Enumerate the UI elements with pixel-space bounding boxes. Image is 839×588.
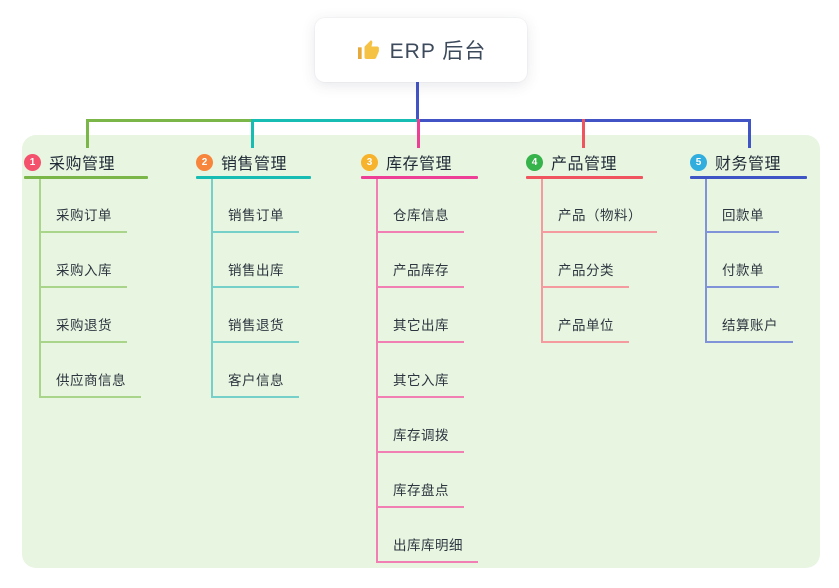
child-node[interactable]: 出库库明细 [376,508,478,563]
thumbs-up-icon [356,38,380,62]
children-rail-line [376,179,378,563]
child-node-label: 出库库明细 [393,538,463,553]
child-node-label: 产品单位 [558,318,614,333]
branch-number-badge: 5 [690,153,707,171]
child-node[interactable]: 其它入库 [376,343,464,398]
branch-title-label: 库存管理 [386,156,453,173]
child-node-label: 销售出库 [228,263,284,278]
child-node[interactable]: 付款单 [705,233,779,288]
branch-node[interactable]: 2 销售管理 [196,148,287,176]
child-node-label: 销售订单 [228,208,284,223]
branch-number-badge: 2 [196,153,213,171]
root-node[interactable]: ERP 后台 [315,18,527,82]
branch-underline [24,176,148,179]
branch-drop-line [417,119,420,148]
children-rail-line [211,179,213,398]
child-node[interactable]: 仓库信息 [376,178,464,233]
child-node[interactable]: 销售出库 [211,233,299,288]
branch-drop-line [748,119,751,148]
child-node-label: 其它出库 [393,318,449,333]
branch-underline [690,176,807,179]
branch-node[interactable]: 5 财务管理 [690,148,781,176]
child-node-label: 库存调拨 [393,428,449,443]
branch-node[interactable]: 1 采购管理 [24,148,115,176]
branch-title-label: 财务管理 [715,156,782,173]
child-node-label: 产品库存 [393,263,449,278]
children-rail-line [39,179,41,398]
root-node-label: ERP 后台 [389,40,487,63]
branch-underline [196,176,311,179]
branch-drop-line [251,119,254,148]
child-node-label: 其它入库 [393,373,449,388]
child-node-label: 供应商信息 [56,373,126,388]
branch-underline [361,176,478,179]
child-node-label: 结算账户 [722,318,778,333]
child-node[interactable]: 产品（物料） [541,178,657,233]
child-node[interactable]: 采购入库 [39,233,127,288]
bus-segment-teal [251,119,420,122]
children-rail-line [541,179,543,343]
children-rail-line [705,179,707,343]
child-node-label: 回款单 [722,208,764,223]
branch-number-badge: 1 [24,153,41,171]
branch-title-label: 产品管理 [551,156,618,173]
branch-node[interactable]: 3 库存管理 [361,148,452,176]
child-node-label: 仓库信息 [393,208,449,223]
child-node[interactable]: 采购订单 [39,178,127,233]
root-connector-line [416,80,419,119]
child-node-label: 产品（物料） [558,208,642,223]
child-node[interactable]: 产品分类 [541,233,629,288]
child-node[interactable]: 销售订单 [211,178,299,233]
child-node[interactable]: 回款单 [705,178,779,233]
child-node[interactable]: 其它出库 [376,288,464,343]
child-node-label: 销售退货 [228,318,284,333]
child-node[interactable]: 采购退货 [39,288,127,343]
branch-number-badge: 4 [526,153,543,171]
child-node[interactable]: 产品单位 [541,288,629,343]
child-node-label: 付款单 [722,263,764,278]
bus-segment-green [86,119,254,122]
child-node-label: 客户信息 [228,373,284,388]
child-node[interactable]: 库存盘点 [376,453,464,508]
branch-drop-line [582,119,585,148]
child-node[interactable]: 供应商信息 [39,343,141,398]
child-node[interactable]: 客户信息 [211,343,299,398]
child-node-label: 库存盘点 [393,483,449,498]
child-node[interactable]: 销售退货 [211,288,299,343]
child-node-label: 采购订单 [56,208,112,223]
child-node-label: 产品分类 [558,263,614,278]
child-node[interactable]: 产品库存 [376,233,464,288]
branch-number-badge: 3 [361,153,378,171]
child-node-label: 采购退货 [56,318,112,333]
child-node-label: 采购入库 [56,263,112,278]
child-node[interactable]: 结算账户 [705,288,793,343]
branch-drop-line [86,119,89,148]
branch-underline [526,176,643,179]
branch-node[interactable]: 4 产品管理 [526,148,617,176]
branch-title-label: 销售管理 [221,156,288,173]
child-node[interactable]: 库存调拨 [376,398,464,453]
branch-title-label: 采购管理 [49,156,116,173]
branches-panel [22,135,820,568]
